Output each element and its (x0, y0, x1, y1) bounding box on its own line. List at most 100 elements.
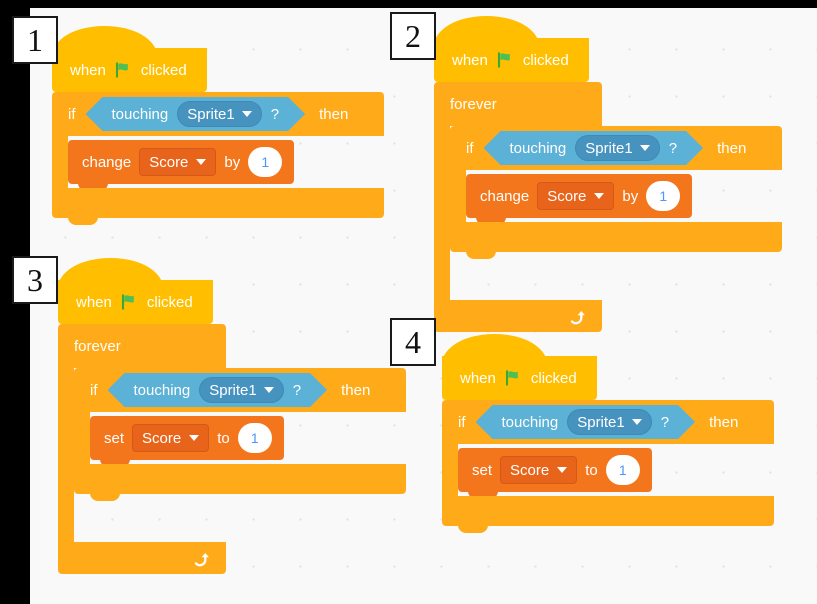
forever-footer-2 (434, 300, 602, 332)
chevron-down-icon (632, 419, 642, 425)
forever-footer-3 (58, 542, 226, 574)
value-input-4[interactable]: 1 (605, 455, 640, 485)
sprite-value: Sprite1 (577, 413, 625, 431)
notch (90, 368, 120, 376)
if-footer-2 (450, 222, 782, 259)
touching-sprite-boolean-1[interactable]: touching Sprite1 ? (86, 97, 306, 131)
variable-dropdown-4[interactable]: Score (500, 456, 578, 484)
variable-value: Score (510, 461, 550, 479)
if-label: if (90, 381, 98, 399)
variable-dropdown-3[interactable]: Score (132, 424, 210, 452)
if-inner-stack-3[interactable]: set Score to 1 (90, 416, 284, 467)
to-label: to (217, 429, 230, 447)
when-label: when (76, 293, 112, 311)
by-label: by (622, 187, 639, 205)
forever-inner-stack-2[interactable]: if touching Sprite1 ? then (450, 126, 782, 259)
chevron-down-icon (189, 435, 200, 441)
forever-label: forever (74, 337, 121, 355)
touching-label: touching (133, 381, 191, 399)
clicked-label: clicked (522, 51, 569, 69)
hat-dome (58, 258, 163, 302)
if-then-block-3[interactable]: if touching Sprite1 ? then (74, 368, 406, 501)
change-label: change (480, 187, 530, 205)
green-flag-icon (121, 294, 138, 310)
callout-3: 3 (12, 256, 58, 304)
value-input-1[interactable]: 1 (248, 147, 283, 177)
touching-label: touching (509, 139, 567, 157)
if-inner-stack-4[interactable]: set Score to 1 (458, 448, 652, 499)
if-inner-stack-1[interactable]: change Score by 1 (68, 140, 295, 191)
nub (468, 491, 498, 499)
notch (450, 82, 480, 90)
variable-dropdown-2[interactable]: Score (537, 182, 615, 210)
hat-dome (434, 16, 539, 60)
if-label: if (458, 413, 466, 431)
if-then-header-3[interactable]: if touching Sprite1 ? then (74, 368, 406, 412)
sprite-dropdown-2[interactable]: Sprite1 (575, 135, 660, 161)
chevron-down-icon (264, 387, 274, 393)
chevron-down-icon (594, 193, 605, 199)
when-flag-clicked-block-2[interactable]: when clicked (434, 16, 589, 82)
then-label: then (717, 139, 747, 157)
when-flag-clicked-block-3[interactable]: when clicked (58, 258, 213, 324)
when-flag-clicked-block-1[interactable]: when clicked (52, 26, 207, 92)
green-flag-icon (505, 370, 522, 386)
if-then-block-1[interactable]: if touching Sprite1 ? then change (52, 92, 384, 225)
script-4[interactable]: when clicked if touching Sprite1 ? then (442, 334, 774, 533)
block-workspace-canvas[interactable]: when clicked if touching Sprite1 ? the (30, 8, 817, 604)
when-label: when (460, 369, 496, 387)
script-3[interactable]: when clicked forever if touch (58, 258, 406, 574)
if-body-slot-4[interactable]: set Score to 1 (442, 444, 652, 499)
value-input-3[interactable]: 1 (237, 423, 272, 453)
callout-1: 1 (12, 16, 58, 64)
forever-block-3[interactable]: forever if touching Sprite1 (58, 324, 406, 574)
touching-sprite-boolean-2[interactable]: touching Sprite1 ? (484, 131, 704, 165)
if-then-block-4[interactable]: if touching Sprite1 ? then set (442, 400, 774, 533)
sprite-value: Sprite1 (209, 381, 257, 399)
if-body-slot-2[interactable]: change Score by 1 (450, 170, 693, 225)
sprite-dropdown-3[interactable]: Sprite1 (199, 377, 284, 403)
set-variable-block-3[interactable]: set Score to 1 (90, 416, 284, 467)
set-label: set (472, 461, 493, 479)
script-1[interactable]: when clicked if touching Sprite1 ? the (52, 26, 384, 225)
variable-dropdown-1[interactable]: Score (139, 148, 217, 176)
set-label: set (104, 429, 125, 447)
chevron-down-icon (557, 467, 568, 473)
touching-sprite-boolean-3[interactable]: touching Sprite1 ? (108, 373, 328, 407)
if-then-header-4[interactable]: if touching Sprite1 ? then (442, 400, 774, 444)
if-then-block-2[interactable]: if touching Sprite1 ? then (450, 126, 782, 259)
if-footer-3 (74, 464, 406, 501)
question-mark: ? (270, 105, 280, 123)
if-then-header-2[interactable]: if touching Sprite1 ? then (450, 126, 782, 170)
set-variable-block-4[interactable]: set Score to 1 (458, 448, 652, 499)
callout-2: 2 (390, 12, 436, 60)
forever-header-2[interactable]: forever (434, 82, 602, 126)
notch (78, 140, 108, 148)
to-label: to (585, 461, 598, 479)
then-label: then (319, 105, 349, 123)
nub (90, 493, 120, 501)
sprite-dropdown-4[interactable]: Sprite1 (567, 409, 652, 435)
if-label: if (68, 105, 76, 123)
nub (68, 217, 98, 225)
script-2[interactable]: when clicked forever if (434, 16, 782, 332)
value-input-2[interactable]: 1 (646, 181, 681, 211)
forever-block-2[interactable]: forever if touching Sprite1 (434, 82, 782, 332)
forever-inner-stack-3[interactable]: if touching Sprite1 ? then (74, 368, 406, 501)
if-body-slot-1[interactable]: change Score by 1 (52, 136, 295, 191)
sprite-dropdown-1[interactable]: Sprite1 (177, 101, 262, 127)
nub (466, 251, 496, 259)
variable-value: Score (547, 187, 587, 205)
change-variable-block-2[interactable]: change Score by 1 (466, 174, 693, 225)
if-then-header-1[interactable]: if touching Sprite1 ? then (52, 92, 384, 136)
forever-label: forever (450, 95, 497, 113)
forever-header-3[interactable]: forever (58, 324, 226, 368)
variable-value: Score (142, 429, 182, 447)
when-flag-clicked-block-4[interactable]: when clicked (442, 334, 597, 400)
if-body-slot-3[interactable]: set Score to 1 (74, 412, 284, 467)
touching-sprite-boolean-4[interactable]: touching Sprite1 ? (476, 405, 696, 439)
if-inner-stack-2[interactable]: change Score by 1 (466, 174, 693, 225)
change-variable-block-1[interactable]: change Score by 1 (68, 140, 295, 191)
forever-body-slot-3[interactable]: if touching Sprite1 ? then (58, 368, 406, 542)
forever-body-slot-2[interactable]: if touching Sprite1 ? then (434, 126, 782, 300)
